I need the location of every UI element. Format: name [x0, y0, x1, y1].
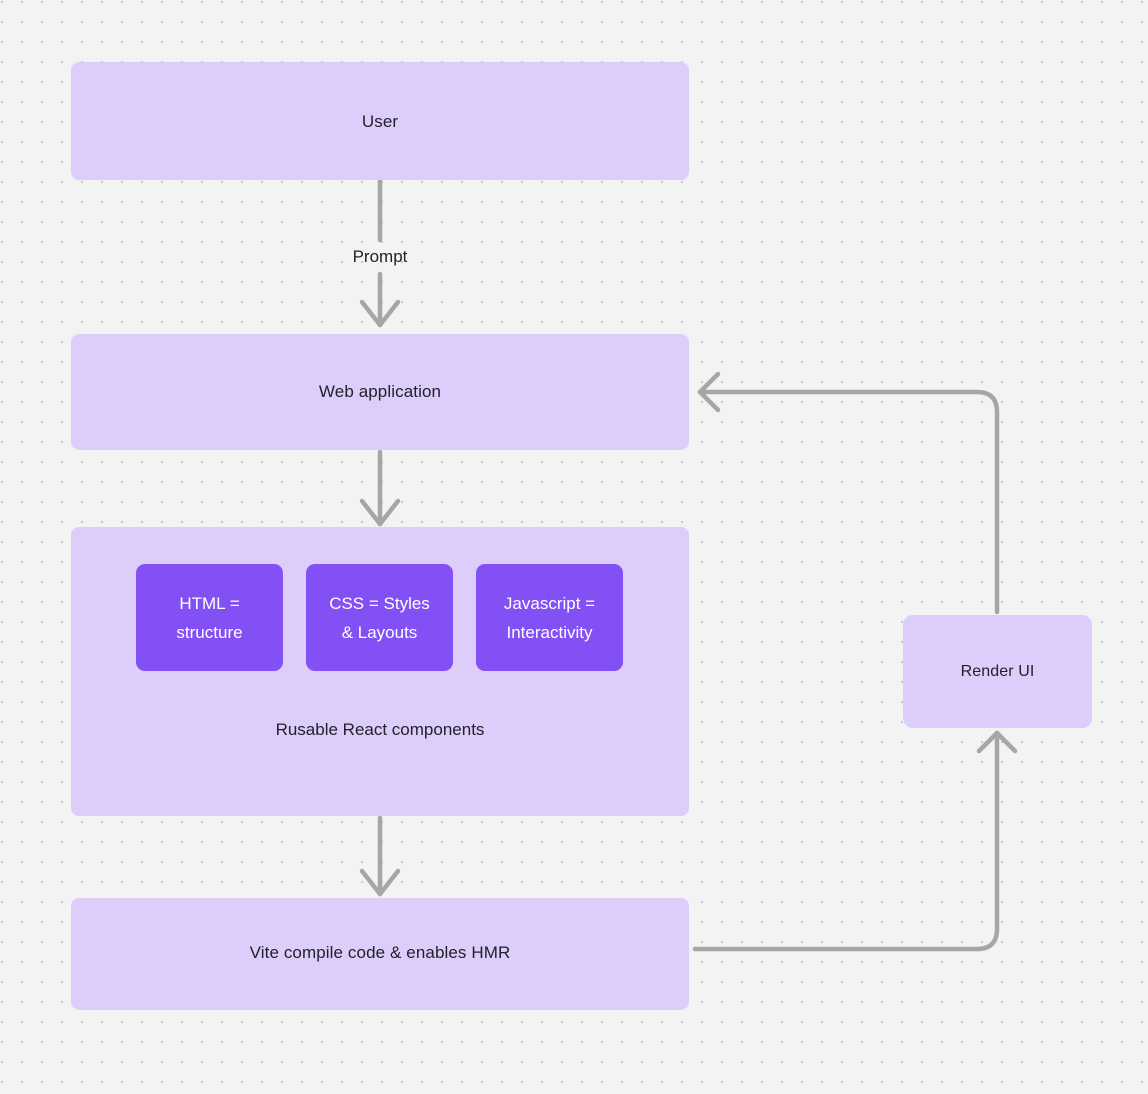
chip-javascript-line1: Javascript = — [503, 593, 596, 613]
chip-html-line2: structure — [176, 622, 243, 642]
edge-webapp-to-components — [359, 449, 401, 527]
chip-css-line2: & Layouts — [341, 622, 418, 642]
edge-render-to-webapp — [697, 371, 1000, 615]
chip-css[interactable]: CSS = Styles & Layouts — [306, 564, 453, 671]
edge-components-to-vite — [359, 815, 401, 897]
node-web-application-label: Web application — [318, 382, 442, 401]
node-vite-label: Vite compile code & enables HMR — [249, 943, 511, 962]
node-web-application[interactable]: Web application — [71, 334, 689, 450]
node-user[interactable]: User — [71, 62, 689, 180]
chip-css-line1: CSS = Styles — [329, 593, 430, 613]
edge-vite-to-render — [692, 730, 1018, 952]
edge-label-prompt[interactable]: Prompt — [352, 247, 408, 266]
chip-html-line1: HTML = — [179, 593, 240, 613]
node-render-ui[interactable]: Render UI — [903, 615, 1092, 728]
node-react-components-caption: Rusable React components — [275, 720, 485, 739]
chip-javascript[interactable]: Javascript = Interactivity — [476, 564, 623, 671]
chip-javascript-line2: Interactivity — [506, 622, 593, 642]
node-user-label: User — [361, 112, 399, 131]
chip-html[interactable]: HTML = structure — [136, 564, 283, 671]
node-vite[interactable]: Vite compile code & enables HMR — [71, 898, 689, 1010]
node-render-ui-label: Render UI — [960, 663, 1035, 680]
